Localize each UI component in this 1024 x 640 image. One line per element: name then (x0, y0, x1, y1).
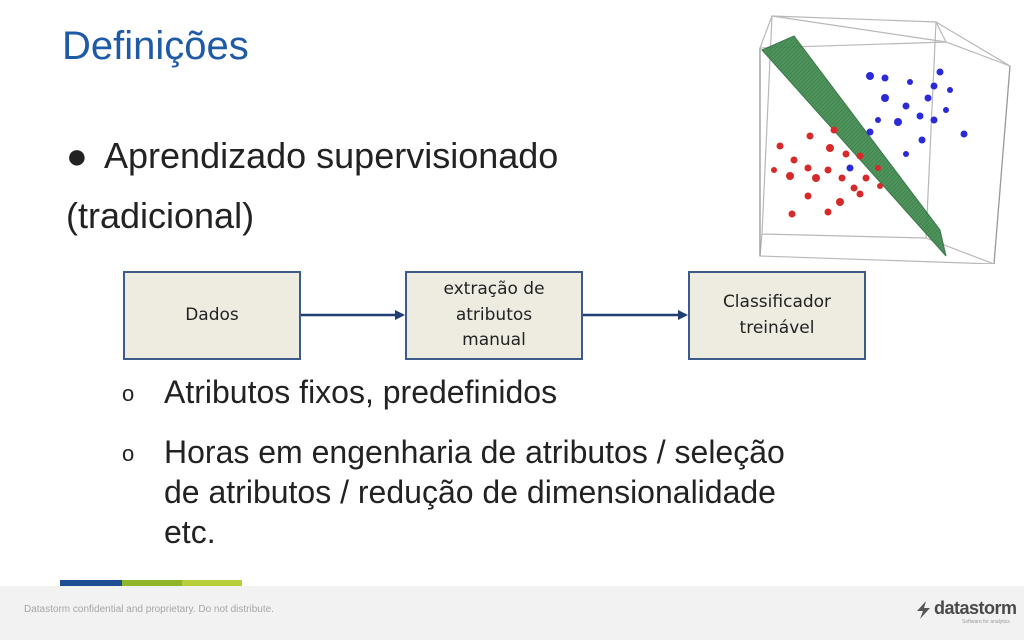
footer-stripe-green (122, 580, 182, 586)
sub-bullet-text-line3: etc. (164, 514, 216, 550)
slide-title: Definições (62, 24, 249, 68)
main-bullet-text: Aprendizado supervisionado (104, 135, 559, 176)
flow-box-extracao: extração de atributos manual (405, 271, 583, 360)
sub-bullet-text: Atributos fixos, predefinidos (164, 374, 558, 410)
footer-stripe-blue (60, 580, 122, 586)
footer-confidential-text: Datastorm confidential and proprietary. … (24, 604, 274, 615)
flow-box-label: Classificador treinável (722, 292, 832, 338)
3d-scatter-hyperplane-icon (759, 15, 1011, 264)
sub-bullet-text-line2: de atributos / redução de dimensionalida… (164, 474, 776, 510)
flow-box-label: Dados (185, 304, 239, 325)
sub-bullet-text-line1: Horas em engenharia de atributos / seleç… (164, 434, 785, 470)
datastorm-logo: datastorm Software for analytics (914, 598, 1017, 628)
logo-tagline: Software for analytics (962, 619, 1010, 625)
footer-stripe-lime (182, 580, 242, 586)
main-bullet: ● Aprendizado supervisionado (66, 136, 558, 176)
logo-wordmark: datastorm (934, 598, 1017, 618)
sub-bullet-circle-icon: o (122, 381, 135, 406)
sub-bullet-circle-icon: o (122, 441, 135, 466)
flow-box-dados: Dados (123, 271, 301, 360)
bullet-dot-icon: ● (66, 135, 88, 176)
footer-bar (0, 586, 1024, 640)
flow-box-classificador: Classificador treinável (688, 271, 866, 360)
datastorm-logo-icon (917, 601, 930, 619)
main-bullet-continuation: (tradicional) (66, 195, 255, 236)
flow-box-label: extração de atributos manual (443, 279, 545, 351)
